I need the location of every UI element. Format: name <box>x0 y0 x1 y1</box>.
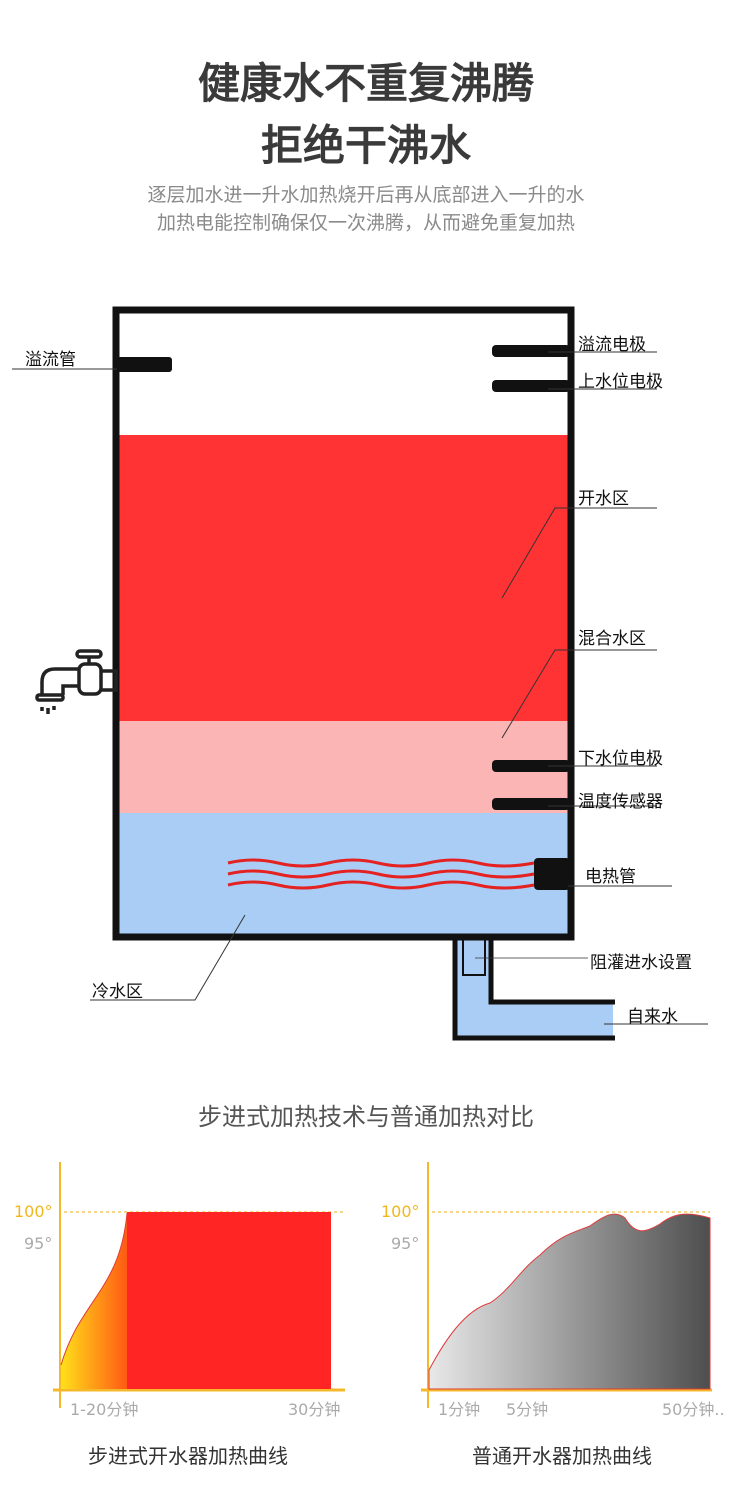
x-tick: 5分钟 <box>506 1400 549 1419</box>
cold-zone <box>117 813 570 936</box>
title-line2: 拒绝干沸水 <box>260 121 471 170</box>
desc-line1: 逐层加水进一升水加热烧开后再从底部进入一升的水 <box>147 184 585 206</box>
lower-level-electrode <box>492 760 570 772</box>
label-temp-sensor: 温度传感器 <box>578 792 663 812</box>
x-tick: 1分钟 <box>438 1400 481 1419</box>
desc-line2: 加热电能控制确保仅一次沸腾，从而避免重复加热 <box>156 212 575 234</box>
chart-step <box>53 1162 345 1408</box>
tank-frame <box>112 306 575 941</box>
title-line1: 健康水不重复沸腾 <box>197 59 534 108</box>
y-tick-95: 95° <box>391 1234 420 1253</box>
y-tick-95: 95° <box>24 1234 53 1253</box>
chart-normal-caption: 普通开水器加热曲线 <box>472 1444 652 1468</box>
normal-area <box>428 1213 711 1390</box>
label-overflow-electrode: 溢流电极 <box>578 335 646 355</box>
label-upper-level-electrode: 上水位电极 <box>578 372 663 392</box>
label-anti-backflow: 阻灌进水设置 <box>590 953 692 973</box>
step-ramp-line <box>60 1212 128 1366</box>
heating-tube <box>227 858 535 890</box>
label-cold-zone: 冷水区 <box>92 982 143 1002</box>
label-lower-level-electrode: 下水位电极 <box>578 749 663 769</box>
chart-step-caption: 步进式开水器加热曲线 <box>88 1444 288 1468</box>
faucet-icon <box>35 649 118 714</box>
y-tick-100: 100° <box>381 1202 420 1221</box>
heating-tube-head <box>534 858 570 890</box>
comparison-title: 步进式加热技术与普通加热对比 <box>198 1103 534 1131</box>
upper-level-electrode <box>492 380 570 392</box>
x-tick: 50分钟.. <box>662 1400 725 1419</box>
label-boiling-zone: 开水区 <box>578 489 629 509</box>
inlet-pipe <box>452 937 615 1041</box>
x-tick: 1-20分钟 <box>70 1400 139 1419</box>
y-tick-100: 100° <box>14 1202 53 1221</box>
anti-backflow-valve <box>462 936 486 976</box>
x-tick: 30分钟 <box>288 1400 341 1419</box>
temp-sensor <box>492 798 570 810</box>
overflow-electrode <box>492 345 570 357</box>
label-tap-water: 自来水 <box>627 1007 678 1027</box>
chart-normal <box>421 1162 712 1408</box>
label-heating-tube: 电热管 <box>585 867 636 887</box>
overflow-pipe <box>117 357 172 372</box>
label-mixed-zone: 混合水区 <box>578 629 646 649</box>
step-hold-area <box>127 1212 331 1389</box>
inlet-pipe-water-h <box>489 1004 613 1036</box>
leader-lines <box>12 351 708 1025</box>
label-overflow-pipe: 溢流管 <box>25 350 76 370</box>
boiling-zone <box>117 435 570 722</box>
